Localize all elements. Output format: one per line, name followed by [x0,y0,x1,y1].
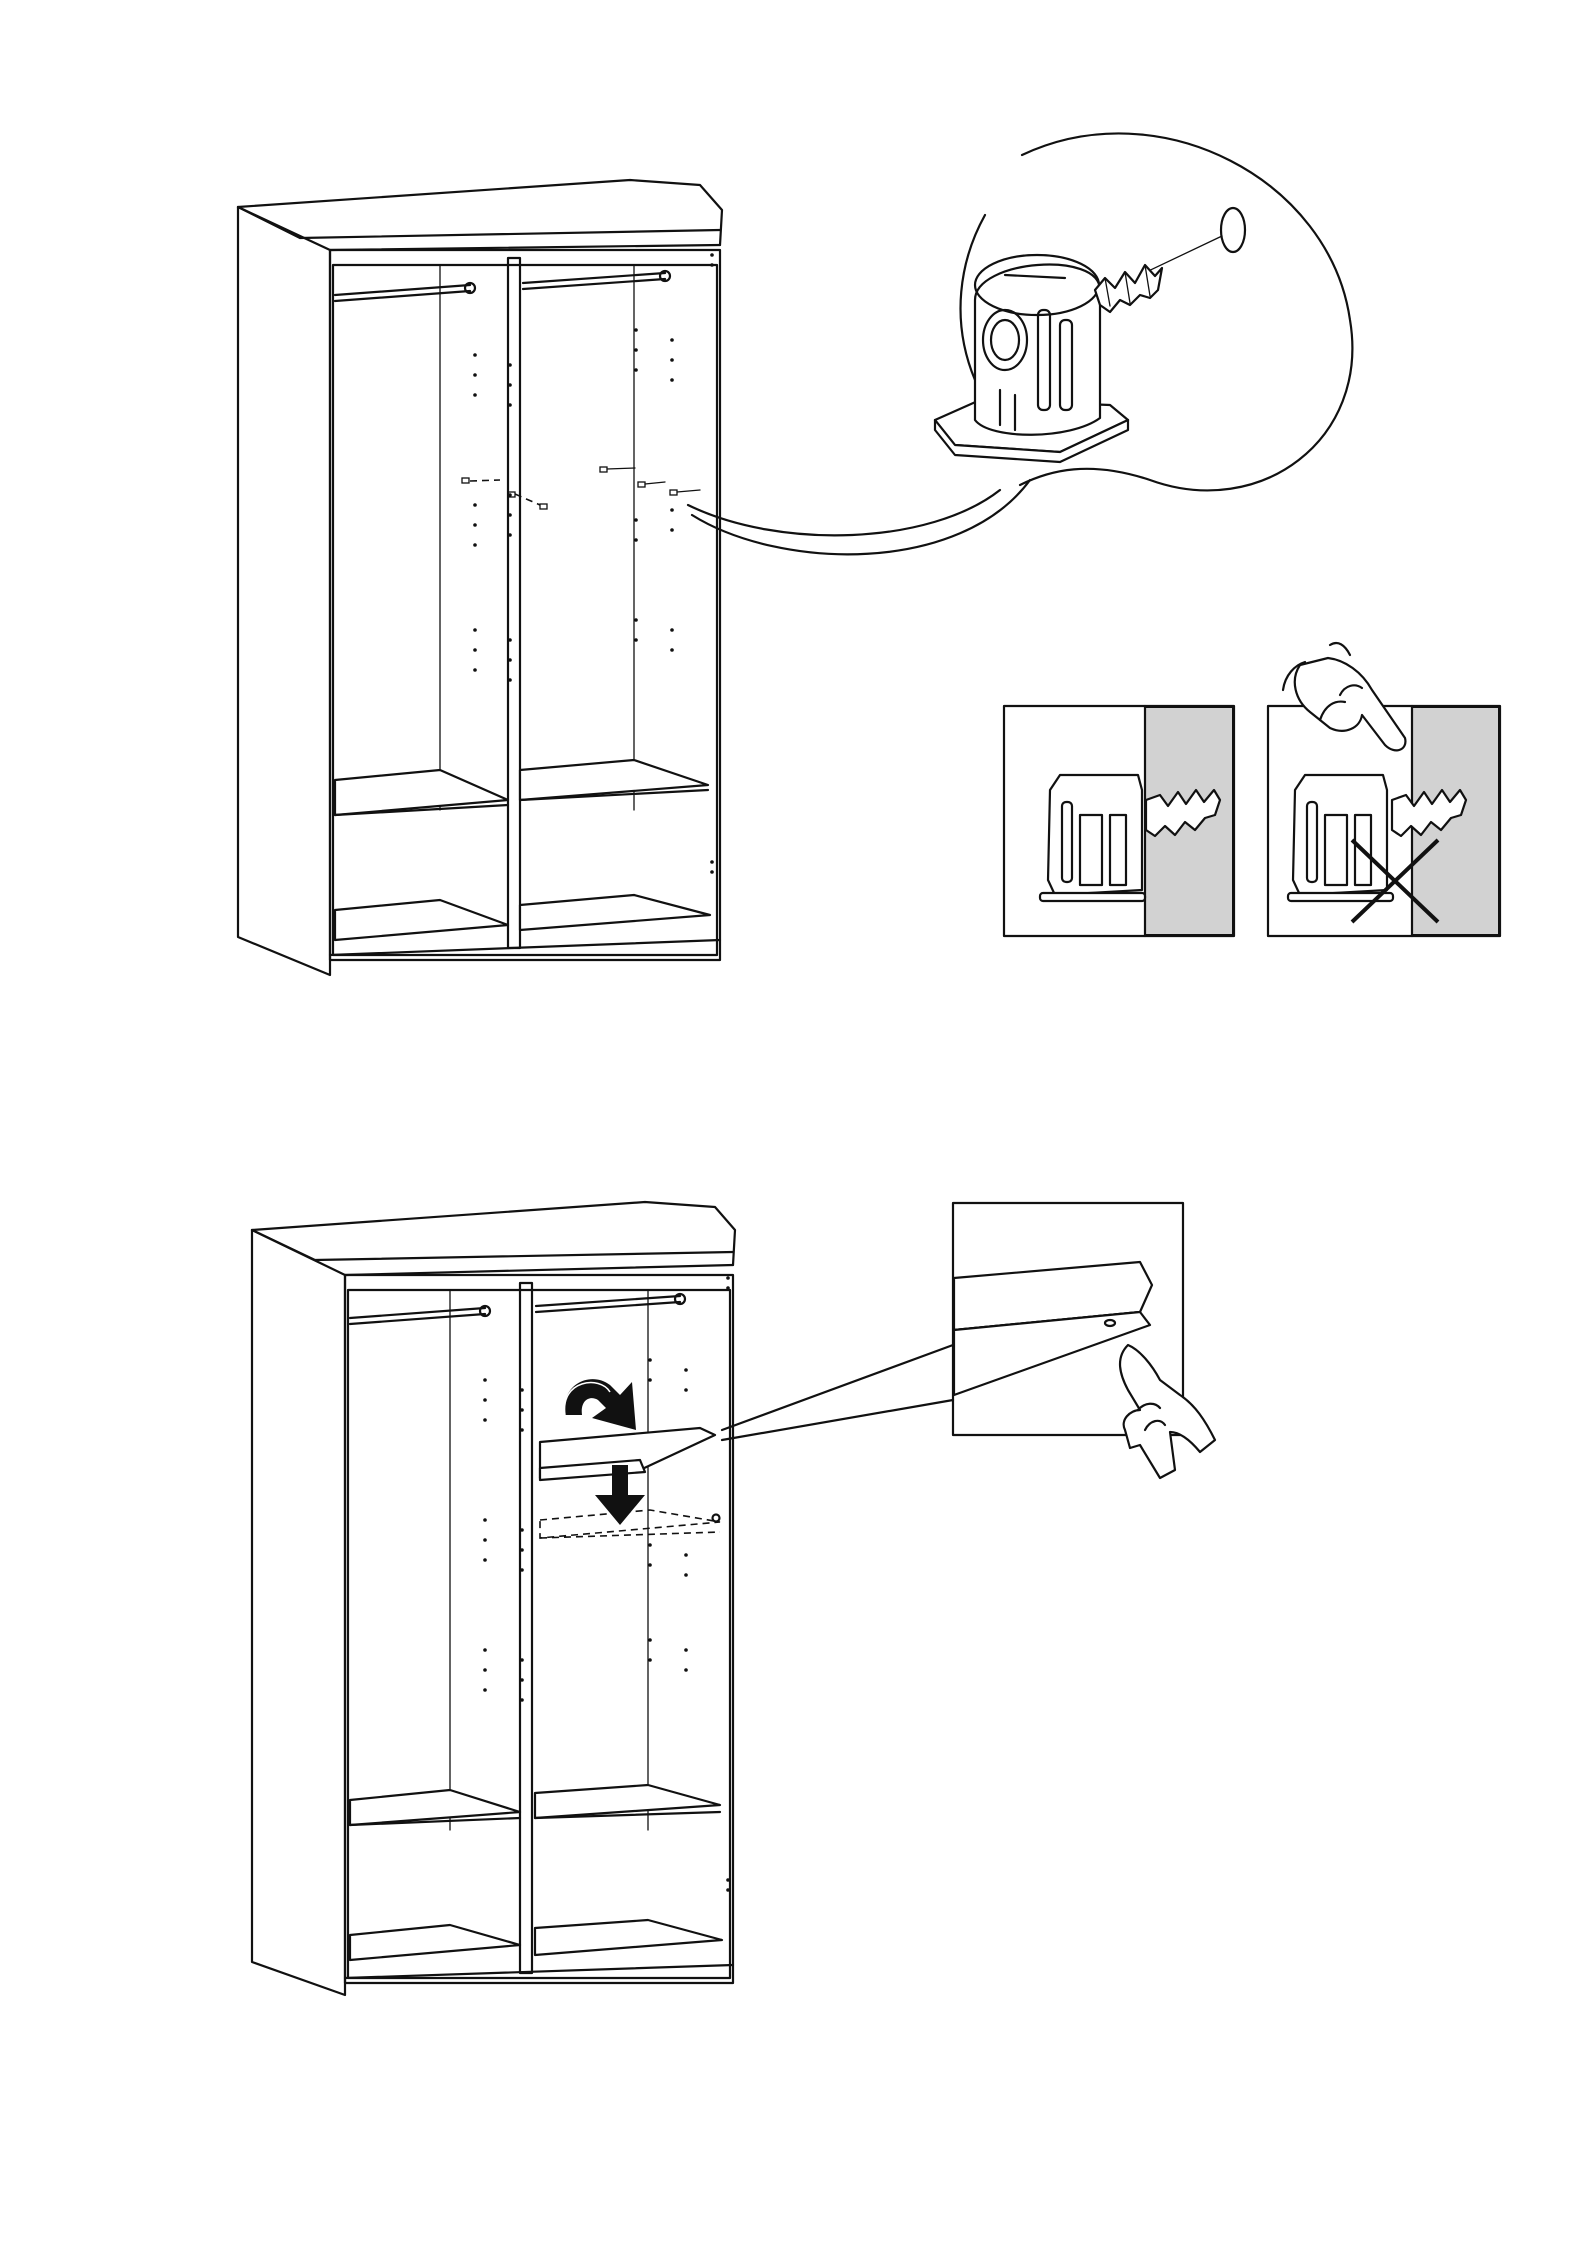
correct-insertion [1004,706,1234,936]
curved-arrow-icon [564,1379,636,1430]
wardrobe-2 [252,1202,735,1995]
shelf-support-pin-icon [935,255,1162,462]
magnifier-shelf-support [688,133,1352,554]
detail-finger-press [722,1203,1215,1478]
step-2 [252,1202,1215,1995]
wardrobe-1 [238,180,722,975]
pressing-hand-icon [1283,643,1405,750]
incorrect-insertion [1268,643,1500,936]
pointing-hand-icon [1120,1345,1215,1478]
shelf-support-markers [462,467,700,509]
step-1 [238,133,1500,975]
